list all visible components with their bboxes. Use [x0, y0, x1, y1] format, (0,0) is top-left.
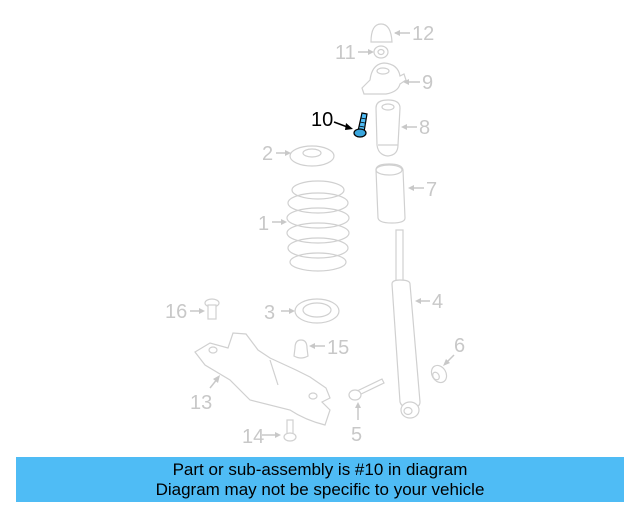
callout-11: 11	[335, 42, 356, 64]
part-2-upper-spring-seat[interactable]: 2	[262, 143, 335, 167]
part-7-dust-boot[interactable]: 7	[375, 163, 437, 224]
callout-14: 14	[242, 426, 264, 448]
part-15-bump-stop[interactable]: 15	[293, 337, 349, 359]
callout-1: 1	[258, 213, 269, 235]
part-3-lower-spring-seat[interactable]: 3	[264, 298, 340, 324]
callout-7: 7	[426, 179, 437, 201]
callout-3: 3	[264, 302, 275, 324]
part-11-nut[interactable]: 11	[335, 42, 389, 64]
callout-15: 15	[327, 337, 349, 359]
part-6-bushing[interactable]: 6	[428, 335, 465, 385]
callout-6: 6	[454, 335, 465, 357]
callout-2: 2	[262, 143, 273, 165]
part-1-coil-spring[interactable]: 1	[258, 180, 350, 272]
callout-8: 8	[419, 117, 430, 139]
banner-line-disclaimer: Diagram may not be specific to your vehi…	[155, 480, 485, 499]
part-14-bolt[interactable]: 14	[242, 419, 297, 448]
part-10-mount-bolt[interactable]: 10	[311, 109, 368, 138]
callout-4: 4	[432, 291, 443, 313]
banner-line-part-info: Part or sub-assembly is #10 in diagram	[172, 460, 468, 479]
callout-9: 9	[422, 72, 433, 94]
part-5-shock-bolt[interactable]: 5	[348, 378, 385, 446]
part-9-upper-mount[interactable]: 9	[361, 62, 433, 95]
parts-diagram: 12 11 9 8 10 2	[165, 23, 465, 448]
part-13-control-arm[interactable]: 13	[190, 332, 331, 426]
part-12-cap[interactable]: 12	[370, 23, 434, 45]
part-4-shock-absorber[interactable]: 4	[391, 229, 443, 419]
callout-10: 10	[311, 109, 333, 131]
callout-13: 13	[190, 392, 212, 414]
callout-5: 5	[351, 424, 362, 446]
info-banner: Part or sub-assembly is #10 in diagram D…	[16, 457, 624, 502]
part-16-clip[interactable]: 16	[165, 298, 220, 323]
callout-16: 16	[165, 301, 187, 323]
callout-12: 12	[412, 23, 434, 45]
part-8-bump-stop[interactable]: 8	[375, 99, 430, 157]
